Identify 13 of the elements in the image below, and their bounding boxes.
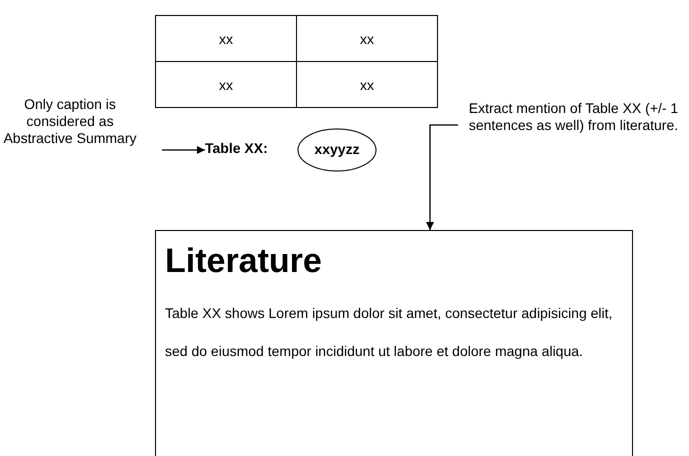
caption-label: Table XX:: [205, 140, 269, 157]
arrow: [426, 124, 458, 230]
table-cell: xx: [296, 62, 438, 108]
heading: Literature: [165, 241, 322, 281]
note-text: Extract mention of Table XX (+/- 1 sentences as well) from literature.: [468, 100, 680, 134]
table-cell: xx: [156, 62, 296, 108]
caption-text: xxyyzz: [313, 141, 361, 158]
table-cell: xx: [296, 16, 438, 62]
document-box: [155, 230, 633, 456]
note-text: Only caption is considered as Abstractive Summary: [2, 96, 138, 147]
arrow: [162, 146, 205, 154]
paragraph: Table XX shows Lorem ipsum dolor sit amet, consectetur adipisicing elit, sed do eiusmod tempor incididunt ut labore et dolore magna aliqua.: [165, 304, 614, 361]
table-cell: xx: [156, 16, 296, 62]
